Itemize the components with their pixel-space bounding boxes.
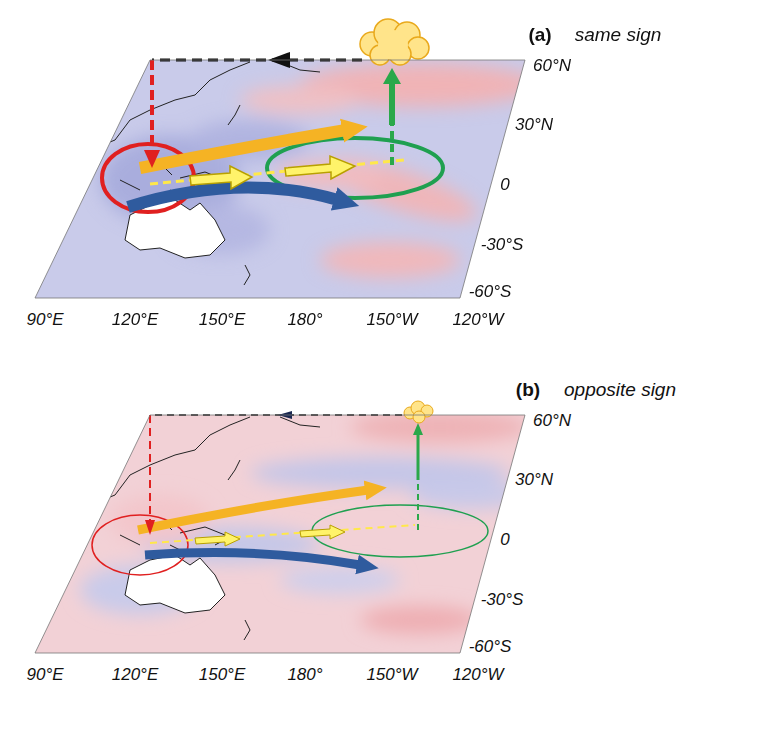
latitude-label: 30°N	[515, 471, 553, 490]
panel-b	[0, 395, 560, 675]
panel-a	[0, 19, 560, 320]
longitude-label: 120°W	[452, 311, 503, 330]
panel-label: (a)	[528, 25, 551, 46]
latitude-label: -30°S	[481, 591, 524, 610]
latitude-label: 0	[500, 531, 509, 550]
longitude-label: 120°E	[112, 311, 159, 330]
longitude-label: 150°W	[366, 311, 417, 330]
longitude-label: 120°E	[112, 666, 159, 685]
panel-title: opposite sign	[564, 380, 676, 401]
latitude-label: -60°S	[469, 638, 512, 657]
longitude-label: 180°	[287, 311, 322, 330]
latitude-label: 60°N	[533, 412, 571, 431]
longitude-label: 150°E	[199, 311, 246, 330]
longitude-label: 90°E	[26, 311, 63, 330]
longitude-label: 150°E	[199, 666, 246, 685]
latitude-label: -60°S	[469, 283, 512, 302]
latitude-label: 60°N	[533, 57, 571, 76]
panel-title: same sign	[575, 25, 662, 46]
longitude-label: 180°	[287, 666, 322, 685]
latitude-label: 30°N	[515, 116, 553, 135]
longitude-label: 120°W	[452, 666, 503, 685]
latitude-label: -30°S	[481, 236, 524, 255]
longitude-label: 150°W	[366, 666, 417, 685]
latitude-label: 0	[500, 176, 509, 195]
panel-label: (b)	[516, 380, 540, 401]
longitude-label: 90°E	[26, 666, 63, 685]
